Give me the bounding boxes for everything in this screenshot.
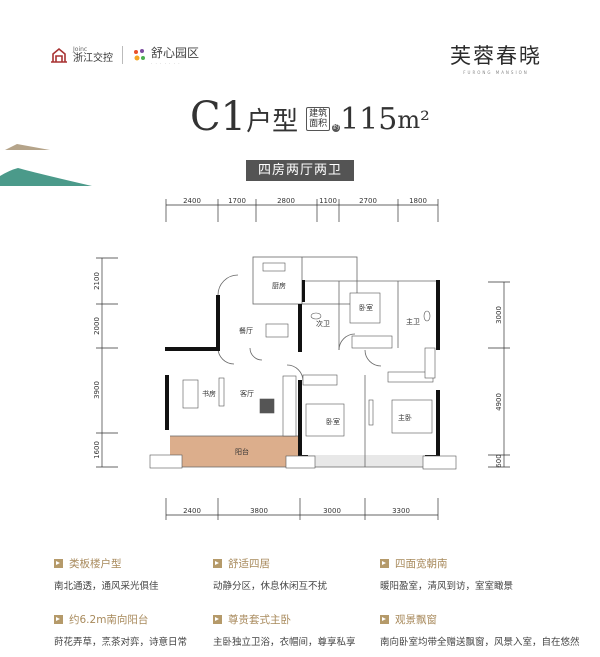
- developer-logo: Joinc 浙江交控 舒心园区 · · · · · · ·: [50, 44, 199, 66]
- unit-title: C1 户型 建筑面积 约 115 m²: [190, 95, 430, 139]
- furniture: [149, 262, 457, 470]
- unit-code: C1: [190, 94, 247, 140]
- dim-left-3: 3900: [93, 381, 101, 399]
- feature-1: 类板楼户型 南北通透，通风采光俱佳: [54, 556, 184, 592]
- approx-label: 约: [332, 124, 341, 132]
- feature-desc: 动静分区，休息休闲互不扰: [213, 581, 328, 592]
- dim-top-6: 1800: [409, 197, 427, 205]
- master-bed: [391, 399, 433, 434]
- feature-desc: 暖阳盈室，清风到访，室室瞰景: [380, 581, 514, 592]
- room-master-bath: 主卫: [406, 317, 420, 326]
- dim-left-4: 1600: [93, 441, 101, 459]
- dim-left-2: 2000: [93, 317, 101, 335]
- dim-bottom-3: 3000: [323, 507, 341, 515]
- room-balcony: 阳台: [235, 447, 249, 456]
- balcony-area: [170, 436, 300, 467]
- project-name: 芙蓉春晓: [450, 44, 542, 68]
- toilet-master: [423, 310, 431, 322]
- arrow-icon: [54, 615, 63, 624]
- logo-divider: [122, 46, 123, 64]
- arrow-icon: [54, 559, 63, 568]
- feature-title: 观景飘窗: [395, 614, 437, 626]
- project-en: FURONG MANSION: [463, 70, 529, 75]
- dim-right-1: 3000: [495, 306, 503, 324]
- dim-bottom-1: 2400: [183, 507, 201, 515]
- desk: [182, 379, 199, 409]
- dimension-labels: 2400 1700 2800 1100 2700 1800 2400 3800 …: [93, 197, 503, 515]
- room-bedroom-north: 卧室: [359, 303, 373, 312]
- dim-bottom-4: 3300: [392, 507, 410, 515]
- room-bath2: 次卫: [316, 319, 330, 328]
- sofa: [282, 375, 297, 437]
- dim-bottom-2: 3800: [250, 507, 268, 515]
- room-labels: 厨房 餐厅 客厅 书房 卧室 次卫 主卫 卧室 主卧 阳台: [202, 281, 420, 456]
- arrow-icon: [213, 559, 222, 568]
- feature-desc: 南北通透，通风采光俱佳: [54, 581, 159, 592]
- dim-right-2: 4900: [495, 393, 503, 411]
- tv: [218, 377, 225, 407]
- dim-top-5: 2700: [359, 197, 377, 205]
- feature-title: 约6.2m南向阳台: [69, 614, 149, 626]
- stove: [262, 262, 286, 272]
- dim-top-3: 2800: [277, 197, 295, 205]
- ac-unit-2: [285, 455, 316, 469]
- dining-table: [265, 323, 289, 338]
- area-unit: m²: [397, 106, 430, 134]
- floor-plan: 2400 1700 2800 1100 2700 1800 2400 3800 …: [93, 197, 510, 520]
- dim-top-1: 2400: [183, 197, 201, 205]
- developer-cn: 浙江交控: [73, 52, 113, 64]
- room-dining: 餐厅: [239, 326, 253, 335]
- room-master: 主卧: [398, 413, 412, 422]
- ac-unit-1: [149, 454, 183, 469]
- unit-suffix: 户型: [246, 107, 299, 137]
- feature-title: 舒适四居: [228, 558, 270, 570]
- room-bedroom-south: 卧室: [326, 417, 340, 426]
- wardrobe-master-side: [424, 347, 436, 379]
- bed-n: [349, 292, 381, 324]
- feature-desc: 南向卧室均带全赠送飘窗，风景入室，自在悠然: [380, 637, 580, 648]
- room-living: 客厅: [240, 389, 254, 398]
- feature-5: 尊贵套式主卧 主卧独立卫浴，衣帽间，尊享私享: [213, 612, 356, 648]
- dimension-lines: [96, 199, 510, 520]
- room-kitchen: 厨房: [272, 281, 286, 290]
- arrow-icon: [380, 559, 389, 568]
- feature-4: 约6.2m南向阳台 莳花弄草，烹茶对弈，诗意日常: [54, 612, 188, 648]
- feature-title: 四面宽朝南: [395, 558, 448, 570]
- ac-unit-3: [422, 455, 457, 470]
- bed-s: [305, 403, 345, 437]
- arrow-icon: [380, 615, 389, 624]
- dim-top-2: 1700: [228, 197, 246, 205]
- bay-window-sill: [300, 455, 438, 467]
- dim-left-1: 2100: [93, 272, 101, 290]
- area-label: 建筑面积: [306, 107, 331, 131]
- feature-desc: 莳花弄草，烹茶对弈，诗意日常: [54, 637, 188, 648]
- wardrobe-s: [302, 374, 338, 386]
- wardrobe-n: [351, 335, 393, 349]
- area-value: 115: [340, 102, 398, 137]
- partner-name: 舒心园区: [151, 46, 200, 60]
- feature-title: 尊贵套式主卧: [228, 614, 291, 626]
- dim-right-3: 600: [495, 454, 503, 467]
- arrow-icon: [213, 615, 222, 624]
- layout-badge: 四房两厅两卫: [246, 160, 354, 181]
- house-logo-icon: [51, 47, 67, 63]
- toilet-2: [310, 312, 322, 320]
- master-tv: [368, 399, 374, 426]
- coffee-table: [259, 398, 275, 414]
- developer-en: Joinc: [73, 45, 88, 53]
- project-logo: 芙蓉春晓 FURONG MANSION: [450, 40, 542, 75]
- room-study: 书房: [202, 389, 216, 398]
- partner-logo-icon: [134, 49, 145, 61]
- feature-desc: 主卧独立卫浴，衣帽间，尊享私享: [213, 637, 356, 648]
- feature-6: 观景飘窗 南向卧室均带全赠送飘窗，风景入室，自在悠然: [380, 612, 580, 648]
- feature-title: 类板楼户型: [69, 558, 122, 570]
- feature-2: 舒适四居 动静分区，休息休闲互不扰: [213, 556, 343, 592]
- feature-3: 四面宽朝南 暖阳盈室，清风到访，室室瞰景: [380, 556, 514, 592]
- partner-sub: · · · · · · ·: [151, 61, 181, 66]
- mountain-decoration: [0, 144, 92, 186]
- dim-top-4: 1100: [319, 197, 337, 205]
